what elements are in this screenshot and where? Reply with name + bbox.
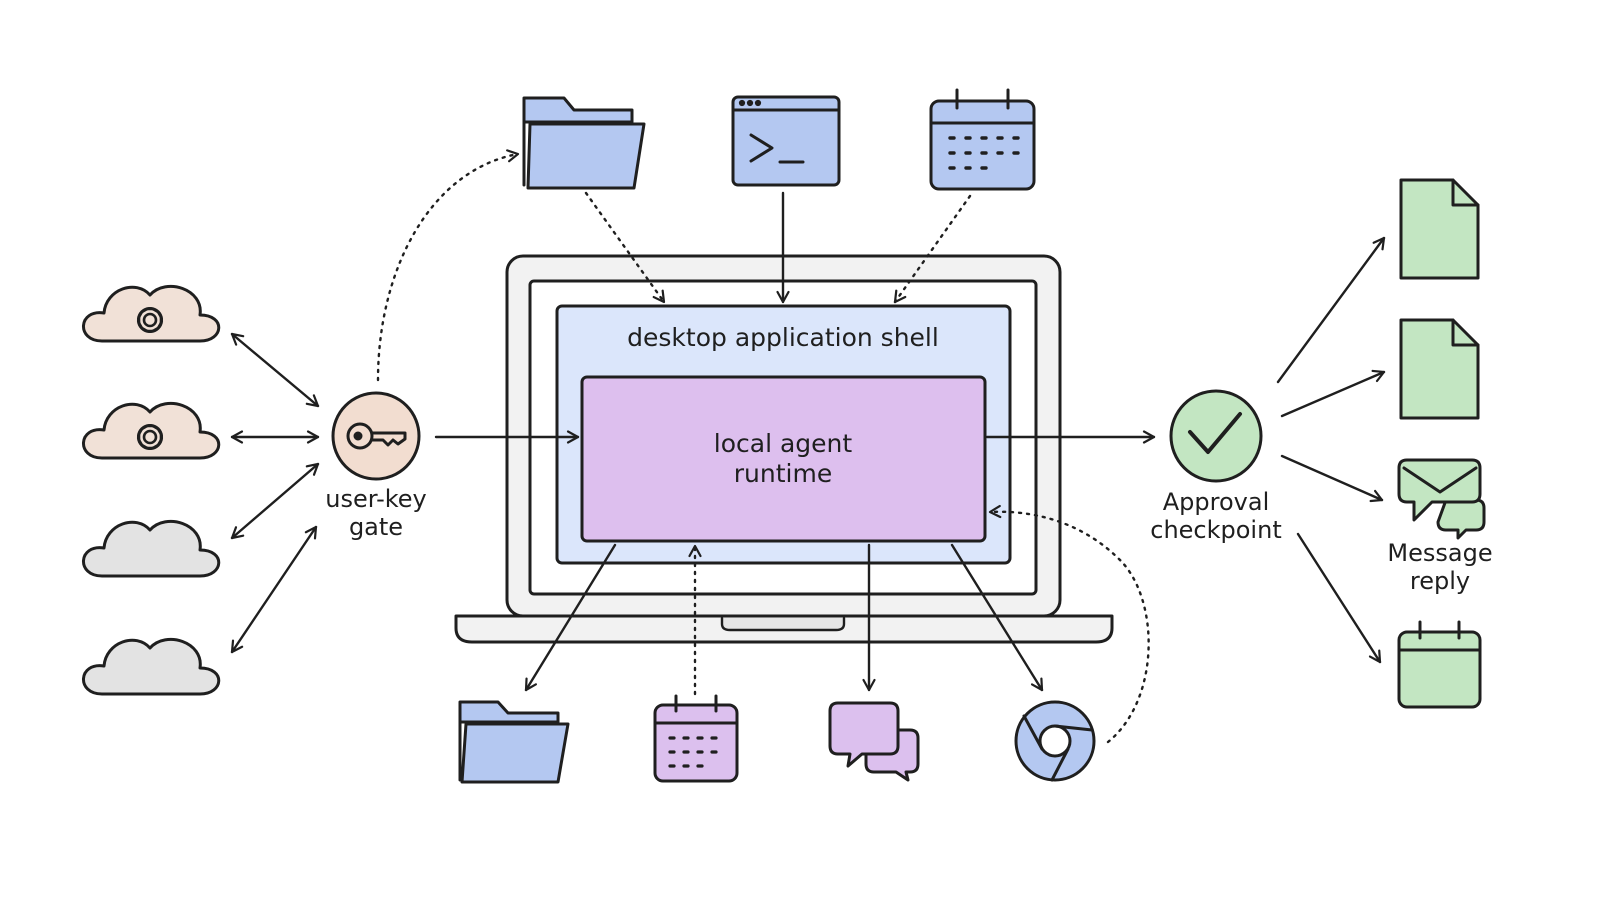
- runtime-label-line1: local agent: [714, 429, 853, 458]
- message-label-line2: reply: [1410, 567, 1470, 595]
- calendar-icon: [1397, 620, 1482, 709]
- approval-label-line1: Approval: [1163, 488, 1270, 516]
- message-icon: [1397, 458, 1486, 540]
- gate-label-line2: gate: [349, 513, 403, 541]
- arrow-folder-shell: [584, 191, 666, 304]
- arrow-cloud3-gate: [230, 462, 320, 540]
- checkmark-icon: [1188, 412, 1242, 454]
- arrow-chrome-runtime-dotted: [988, 504, 1150, 744]
- arrow-calendar-shell: [893, 194, 972, 304]
- connectors: [230, 149, 1386, 744]
- laptop-notch: [720, 616, 846, 632]
- cloud-icon: [81, 637, 221, 696]
- folder-icon: [522, 96, 646, 190]
- runtime-box: [580, 375, 987, 543]
- chat-icon: [828, 701, 920, 782]
- approval-label-line2: checkpoint: [1150, 516, 1281, 544]
- arrow-cloud4-gate: [230, 525, 318, 654]
- arrow-approval-calendar: [1296, 532, 1382, 664]
- arrow-runtime-chrome: [950, 543, 1044, 692]
- arrow-approval-message: [1280, 454, 1384, 503]
- document-icon: [1399, 178, 1480, 280]
- approval-circle: [1169, 389, 1263, 483]
- message-label-line1: Message: [1387, 539, 1492, 567]
- terminal-icon: [731, 95, 841, 187]
- arrow-runtime-folder: [524, 543, 617, 692]
- arrow-approval-doc1: [1276, 236, 1386, 384]
- folder-icon: [458, 700, 570, 784]
- key-gate-circle: [331, 391, 421, 481]
- arrow-cloud1-gate: [230, 332, 320, 408]
- chrome-icon: [1014, 700, 1096, 782]
- key-icon: [346, 422, 407, 450]
- user-key-gate: [331, 391, 421, 481]
- local-agent-runtime: [580, 375, 987, 543]
- runtime-label-line2: runtime: [734, 459, 832, 488]
- approval-checkpoint: [1169, 389, 1263, 483]
- gate-label-line1: user-key: [325, 485, 426, 513]
- shell-label: desktop application shell: [627, 323, 939, 352]
- document-icon: [1399, 318, 1480, 420]
- cloud-icon: [81, 519, 221, 578]
- arrow-gate-folder-dotted: [376, 149, 520, 382]
- arrow-approval-doc2: [1280, 369, 1386, 418]
- calendar-icon: [653, 694, 739, 783]
- calendar-icon: [929, 88, 1036, 191]
